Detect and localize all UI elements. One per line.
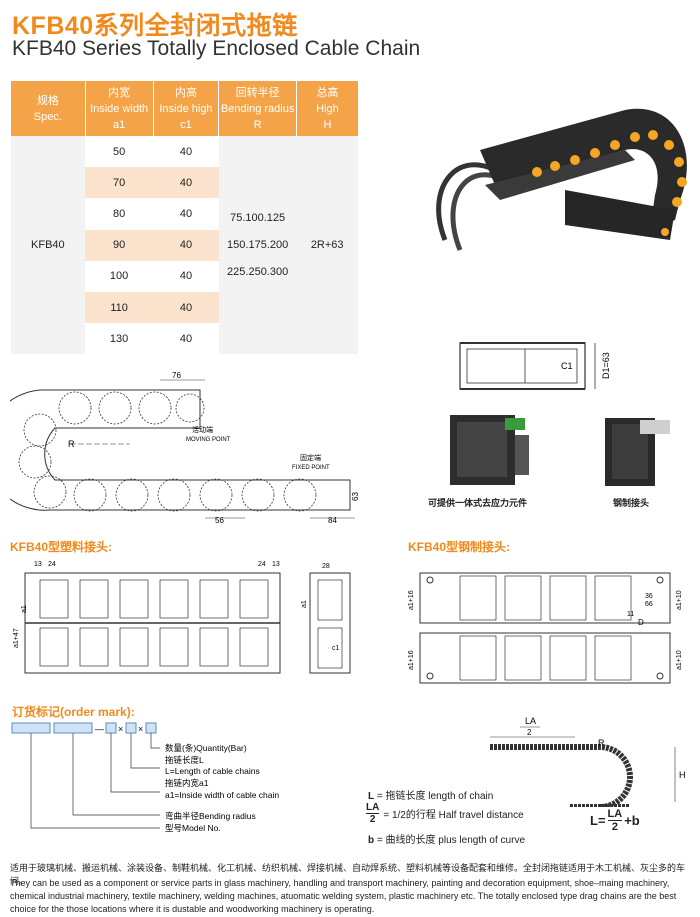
travel-la-label: LA — [525, 716, 536, 726]
steel-dim-d: D — [638, 618, 644, 627]
dim-63-label: 63 — [351, 492, 360, 501]
plastic-dim-13: 13 — [34, 561, 42, 568]
travel-2-label: 2 — [527, 728, 532, 737]
plastic-side-a1: a1 — [301, 600, 308, 608]
order-dash: — — [95, 724, 104, 734]
plastic-dim-13-right: 13 — [272, 561, 280, 568]
travel-diagram: LA 2 R H — [490, 716, 686, 807]
fixed-cn-label: 固定端 — [300, 453, 321, 462]
stress-relief-photo — [450, 415, 529, 485]
legend-l-row: L = 拖链长度 length of chain — [368, 791, 494, 802]
steel-dim-a1-10-bottom: a1+10 — [676, 650, 683, 670]
plastic-dim-24: 24 — [48, 561, 56, 568]
order-line-model: 型号Model No. — [165, 823, 221, 833]
width-cell: 100 — [109, 270, 129, 283]
cross-d1-label: D1=63 — [601, 352, 611, 379]
moving-en-label: MOVING POINT — [186, 437, 231, 443]
order-times-2: × — [138, 724, 143, 734]
high-cell: 40 — [179, 270, 193, 283]
legend-b-row: b = 曲线的长度 plus length of curve — [368, 835, 526, 846]
cross-section-drawing: C1 D1=63 — [459, 342, 611, 390]
travel-r-label: R — [598, 738, 605, 748]
page-subtitle: KFB40 Series Totally Enclosed Cable Chai… — [12, 37, 421, 60]
fixed-en-label: FIXED POINT — [292, 465, 330, 471]
length-formula: L= LA 2 +b — [590, 808, 640, 833]
plastic-dim-a1-47: a1+47 — [13, 628, 20, 648]
left-r-label: R — [68, 439, 75, 449]
moving-cn-label: 活动端 — [192, 425, 213, 434]
plastic-joint-drawing: 13 24 24 13 a1+47 a1 28 a1 c1 — [13, 561, 351, 674]
high-cell: 40 — [179, 332, 193, 345]
width-cell: 80 — [112, 207, 126, 220]
steel-joint-caption: 钢制接头 — [613, 498, 650, 508]
high-cell: 40 — [153, 291, 219, 324]
order-line-width-en: a1=Inside width of cable chain — [165, 790, 279, 800]
order-line-radius: 弯曲半径Bending radius — [165, 811, 256, 821]
steel-joint-drawing: a1+16 a1+16 a1+10 a1+10 36 66 11 D — [408, 572, 683, 684]
cross-c1-label: C1 — [561, 361, 573, 371]
steel-dim-66: 66 — [645, 601, 653, 608]
order-line-length-en: L=Length of cable chains — [165, 766, 260, 776]
steel-dim-11: 11 — [627, 611, 634, 618]
order-times-1: × — [118, 724, 123, 734]
page-title: KFB40系列全封闭式拖链 — [12, 12, 298, 40]
footer-cn: 适用于玻璃机械、搬运机械、涂装设备、制鞋机械、化工机械、纺织机械、焊接机械、自动… — [10, 863, 686, 886]
steel-joint-heading: KFB40型钢制接头: — [408, 540, 511, 554]
high-cell: 40 — [179, 207, 193, 220]
width-cell: 90 — [85, 229, 154, 261]
travel-h-label: H — [679, 770, 686, 780]
order-mark-diagram: — × × 数量(条)Quantity(Bar) 拖链长度L L=Length … — [11, 722, 279, 833]
chain-dimension-drawing: R 76 活动端 MOVING POINT 固定端 FIXED POINT 63… — [10, 371, 360, 525]
plastic-dim-28: 28 — [322, 563, 330, 570]
steel-joint-photo — [605, 418, 670, 486]
dim-56-label: 56 — [215, 516, 224, 525]
plastic-dim-a1: a1 — [21, 605, 28, 613]
stress-relief-caption: 可提供一体式去应力元件 — [428, 498, 528, 508]
total-high-cell: 2R+63 — [296, 136, 358, 355]
plastic-side-c1: c1 — [332, 645, 340, 652]
steel-dim-36: 36 — [645, 593, 653, 600]
width-cell: 130 — [109, 332, 129, 345]
plastic-dim-24-right: 24 — [258, 561, 266, 568]
width-cell: 50 — [112, 145, 126, 158]
width-cell: 110 — [85, 291, 154, 324]
order-line-length-cn: 拖链长度L — [165, 755, 204, 765]
spec-cell: KFB40 — [10, 136, 86, 355]
dim-84-label: 84 — [328, 516, 337, 525]
order-line-width-cn: 拖链内宽a1 — [165, 778, 209, 788]
high-cell: 40 — [153, 229, 219, 261]
steel-dim-a1-16-bottom: a1+16 — [408, 650, 415, 670]
width-cell: 70 — [85, 167, 154, 199]
plastic-joint-heading: KFB40型塑料接头: — [10, 540, 113, 554]
footer-en: They can be used as a component or servi… — [10, 878, 677, 914]
legend-la-row: LA 2 = 1/2的行程 Half travel distance — [366, 802, 524, 825]
steel-dim-a1-16-top: a1+16 — [408, 590, 415, 610]
order-mark-heading: 订货标记(order mark): — [12, 705, 135, 719]
high-cell: 40 — [179, 145, 193, 158]
chain-product-image — [436, 108, 687, 251]
order-line-quantity: 数量(条)Quantity(Bar) — [165, 743, 247, 753]
steel-dim-a1-10-top: a1+10 — [676, 590, 683, 610]
dim-76-label: 76 — [172, 371, 181, 380]
high-cell: 40 — [153, 167, 219, 199]
